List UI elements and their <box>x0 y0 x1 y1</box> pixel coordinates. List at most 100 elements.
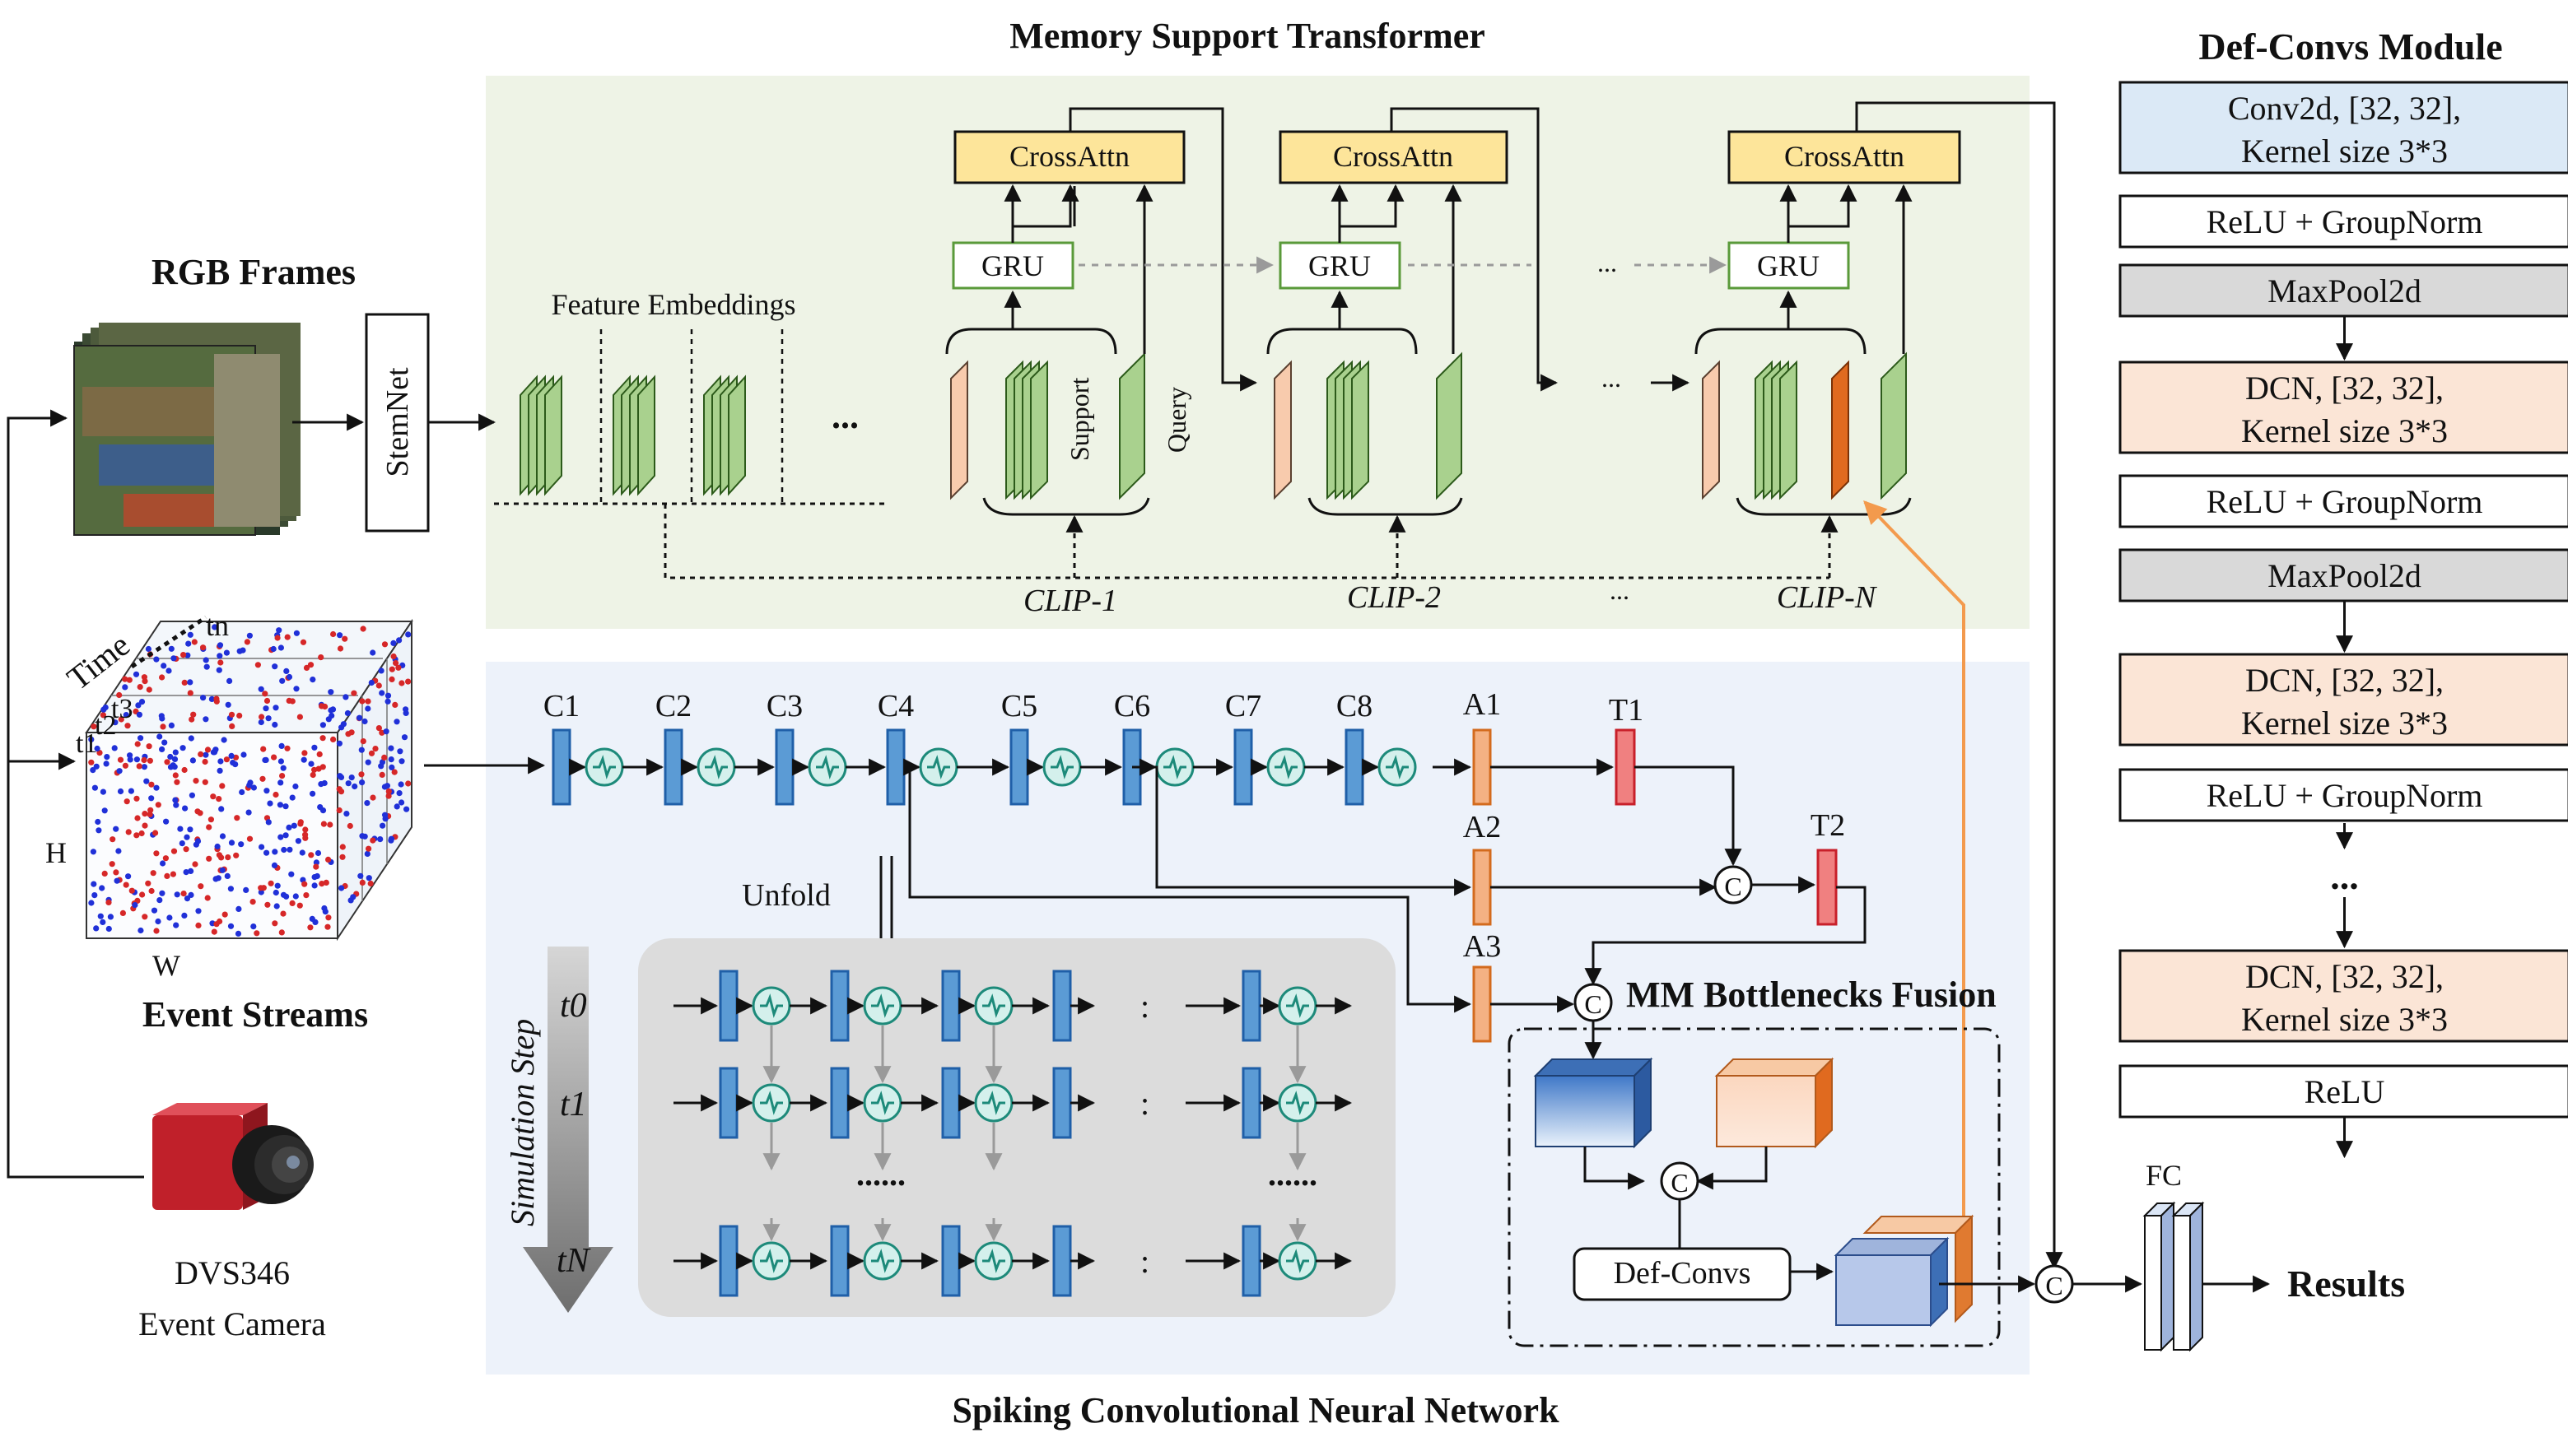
defconvs-block-1-line1: Conv2d, [32, 32], <box>2228 90 2461 127</box>
mst-dots-top: ... <box>1597 248 1617 277</box>
clip-1-label: CLIP-1 <box>1023 584 1117 618</box>
camera-type: Event Camera <box>138 1305 326 1342</box>
blue-feature-cube <box>1533 1057 1653 1149</box>
embedding-slice-2-4 <box>637 374 655 496</box>
spike-node-4 <box>919 747 958 787</box>
defconvs-block-4-line2: Kernel size 3*3 <box>2241 412 2448 449</box>
crossattn-label-n: CrossAttn <box>1784 140 1904 173</box>
def-convs-box <box>1573 1247 1792 1301</box>
spike-node-8 <box>1377 747 1417 787</box>
unfold-conv-2-5 <box>1242 1067 1261 1139</box>
fc-label: FC <box>2146 1159 2182 1192</box>
support-label-1: Support <box>1065 378 1094 461</box>
transformer-t2 <box>1816 849 1838 926</box>
defconvs-block-10-line1: DCN, [32, 32], <box>2245 958 2444 995</box>
unfold-spike-1-3 <box>974 986 1014 1026</box>
unfold-spike-3-1 <box>752 1241 791 1281</box>
tn-label: tn <box>206 609 229 642</box>
unfold-panel <box>638 938 1396 1317</box>
conv-c1 <box>552 728 571 806</box>
mm-fusion-title: MM Bottlenecks Fusion <box>1626 975 1997 1015</box>
defconvs-block-5 <box>2118 474 2568 528</box>
unfold-conv-1-4 <box>1052 970 1072 1042</box>
unfold-conv-2-1 <box>719 1067 739 1139</box>
transformer-t1-label: T1 <box>1609 693 1643 728</box>
step-t1: t1 <box>560 1086 587 1123</box>
unfold-colon-1: : <box>1140 988 1149 1025</box>
crossattn-label-2: CrossAttn <box>1333 140 1453 173</box>
event-stream-cube <box>85 618 413 942</box>
unfold-spike-3-2 <box>863 1241 902 1281</box>
spike-node-7 <box>1266 747 1306 787</box>
conv-c8 <box>1345 728 1364 806</box>
gru-label-1: GRU <box>981 249 1044 282</box>
unfold-colon-2: : <box>1140 1085 1149 1122</box>
adapter-a3-label: A3 <box>1463 929 1501 964</box>
unfold-conv-1-5 <box>1242 970 1261 1042</box>
gru-box-n <box>1727 241 1850 290</box>
defconvs-block-4 <box>2118 361 2568 454</box>
unfold-spike-2-3 <box>974 1083 1014 1123</box>
spike-node-3 <box>808 747 847 787</box>
clip-dots: ... <box>1610 575 1629 605</box>
gru-label-2: GRU <box>1308 249 1371 282</box>
unfold-conv-3-5 <box>1242 1225 1261 1297</box>
unfold-spike-1-5 <box>1278 986 1317 1026</box>
mst-title: Memory Support Transformer <box>1009 16 1485 56</box>
defconvs-block-6-label: MaxPool2d <box>2267 557 2421 594</box>
unfold-colon-3: : <box>1140 1243 1149 1280</box>
rgb-frame-stack <box>73 323 301 536</box>
mst-block-1: CrossAttn GRU Support Query <box>945 130 1191 516</box>
unfold-spike-2-2 <box>863 1083 902 1123</box>
crossattn-box-n <box>1727 130 1961 184</box>
defconvs-module-title: Def-Convs Module <box>2198 26 2502 67</box>
query-label-1: Query <box>1162 387 1191 453</box>
crossattn-label-1: CrossAttn <box>1009 140 1130 173</box>
step-tn: tN <box>557 1242 591 1280</box>
unfold-spike-3-3 <box>974 1241 1014 1281</box>
unfold-conv-3-2 <box>830 1225 850 1297</box>
conv-label-8: C8 <box>1336 689 1373 723</box>
unfold-dotrow-2: ...... <box>1268 1156 1317 1193</box>
defconvs-block-4-line1: DCN, [32, 32], <box>2245 370 2444 407</box>
defconvs-block-1 <box>2118 81 2568 174</box>
conv-label-5: C5 <box>1001 689 1037 723</box>
defconvs-block-10-line2: Kernel size 3*3 <box>2241 1001 2448 1038</box>
event-camera-icon <box>152 1103 314 1210</box>
unfold-dotrow-1: ...... <box>856 1156 906 1193</box>
defconvs-block-11-label: ReLU <box>2305 1073 2385 1110</box>
def-convs-label: Def-Convs <box>1614 1256 1751 1291</box>
defconvs-block-8-label: ReLU + GroupNorm <box>2207 777 2483 814</box>
unfold-spike-3-5 <box>1278 1241 1317 1281</box>
feature-embeddings-label: Feature Embeddings <box>552 288 796 321</box>
concat-node-2-label: C <box>1584 989 1601 1019</box>
mst-dots-mid: ... <box>1601 363 1621 393</box>
defconvs-block-10 <box>2118 949 2568 1043</box>
defconvs-block-2 <box>2118 194 2568 249</box>
defconvs-block-6 <box>2118 548 2568 602</box>
crossattn-box-2 <box>1279 130 1508 184</box>
t1-label: t1 <box>76 728 97 759</box>
step-t0: t0 <box>560 987 587 1025</box>
stemnet-label: StemNet <box>380 367 415 477</box>
camera-model: DVS346 <box>175 1254 290 1291</box>
unfold-conv-3-3 <box>941 1225 961 1297</box>
mst-block-n: CrossAttn GRU <box>1694 130 1961 516</box>
defconvs-block-3-label: MaxPool2d <box>2267 272 2421 309</box>
defconvs-block-7 <box>2118 653 2568 747</box>
defconvs-block-2-label: ReLU + GroupNorm <box>2207 203 2483 240</box>
defconvs-block-7-line1: DCN, [32, 32], <box>2245 662 2444 699</box>
adapter-a3 <box>1472 965 1492 1043</box>
concat-node-final-label: C <box>2045 1271 2062 1300</box>
conv-label-7: C7 <box>1225 689 1261 723</box>
conv-label-4: C4 <box>878 689 914 723</box>
unfold-conv-3-4 <box>1052 1225 1072 1297</box>
unfold-conv-2-4 <box>1052 1067 1072 1139</box>
defconvs-block-5-label: ReLU + GroupNorm <box>2207 483 2483 520</box>
conv-c5 <box>1009 728 1029 806</box>
defconvs-block-8 <box>2118 768 2568 822</box>
conv-c4 <box>886 728 906 806</box>
unfold-spike-1-2 <box>863 986 902 1026</box>
